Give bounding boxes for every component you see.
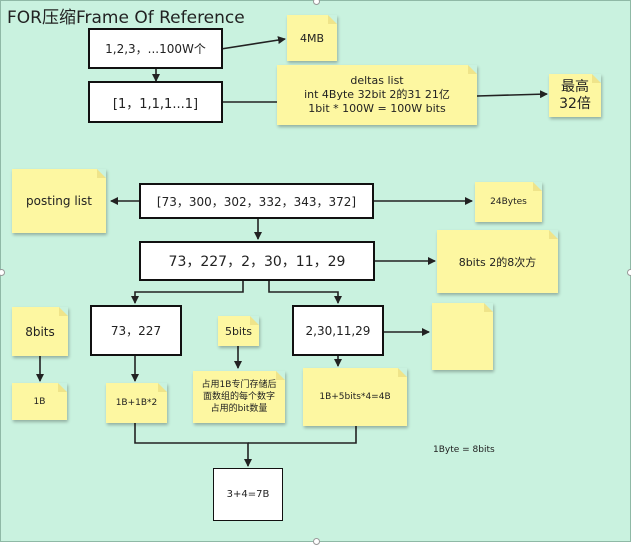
block-a-text: 73，227 [110,324,162,338]
deltas-box-text: [1，1,1,1...1] [112,96,199,112]
storage-line-1: 占用1B专门存储后 [201,380,277,390]
note-4mb-text: 4MB [299,31,325,45]
line-sum-b-to-total [248,426,357,444]
deltas-line-1: deltas list [350,74,404,87]
best-line-2: 32倍 [559,95,591,112]
page-title: FOR压缩Frame Of Reference [7,8,245,28]
b1-text: 1B [33,396,46,407]
block-b-text: 2,30,11,29 [305,323,371,338]
note-1b: 1B [12,383,67,420]
delta-array-text: 73，227，2，30，11，29 [168,254,346,270]
total-text: 3+4=7B [226,489,270,500]
note-8bits: 8bits [12,307,68,356]
arrow-sum-a-to-total [134,423,252,467]
total-box: 3+4=7B [213,468,283,521]
note-empty [432,303,493,370]
deltas-line-2: int 4Byte 32bit 2的31 21亿 [304,88,450,101]
note-posting-list: posting list [12,169,106,233]
block-b-box: 2,30,11,29 [292,305,384,356]
note-best-32x: 最高 32倍 [549,74,601,117]
delta-array-box: 73，227，2，30，11，29 [139,241,375,281]
note-deltas-list: deltas list int 4Byte 32bit 2的31 21亿 1bi… [277,65,477,125]
deltas-box: [1，1,1,1...1] [88,81,223,123]
note-1b-5bits: 1B+5bits*4=4B [303,368,407,426]
source-list-box: 1,2,3，...100W个 [88,28,223,69]
resize-handle-right[interactable] [627,269,631,276]
deltas-line-3: 1bit * 100W = 100W bits [308,102,446,115]
note-24bytes: 24Bytes [475,182,542,222]
storage-line-3: 占用的bit数量 [210,404,268,414]
best-line-1: 最高 [561,78,589,95]
note-storage: 占用1B专门存储后 面数组的每个数字 占用的bit数量 [193,371,285,423]
arrow-source-to-4mb [220,36,286,50]
b1b-text: 1B+1B*2 [115,398,158,408]
note-1b-plus: 1B+1B*2 [106,383,167,423]
bits8-pow-text: 8bits 2的8次方 [458,255,537,269]
note-8bits-power: 8bits 2的8次方 [437,230,558,293]
storage-line-2: 面数组的每个数字 [202,392,275,402]
arrow-deltas-to-block-a [131,281,244,304]
block-a-box: 73，227 [90,305,182,356]
arrow-deltas-to-block-b [268,281,342,304]
posting-list-text: posting list [26,194,92,208]
source-list-text: 1,2,3，...100W个 [105,42,206,56]
posting-array-text: [73，300，302，332，343，372] [156,194,357,209]
posting-array-box: [73，300，302，332，343，372] [139,183,374,219]
bits5-text: 5bits [224,324,253,338]
arrow-note-to-best [476,90,548,99]
note-5bits: 5bits [218,316,259,346]
resize-handle-top[interactable] [313,0,320,5]
resize-handle-left[interactable] [0,269,5,276]
bits8-text: 8bits [25,324,55,339]
b1-5bits-text: 1B+5bits*4=4B [319,392,391,402]
note-4mb: 4MB [287,15,337,61]
bytes24-text: 24Bytes [490,197,527,207]
footnote-byte-bits: 1Byte = 8bits [433,445,495,455]
